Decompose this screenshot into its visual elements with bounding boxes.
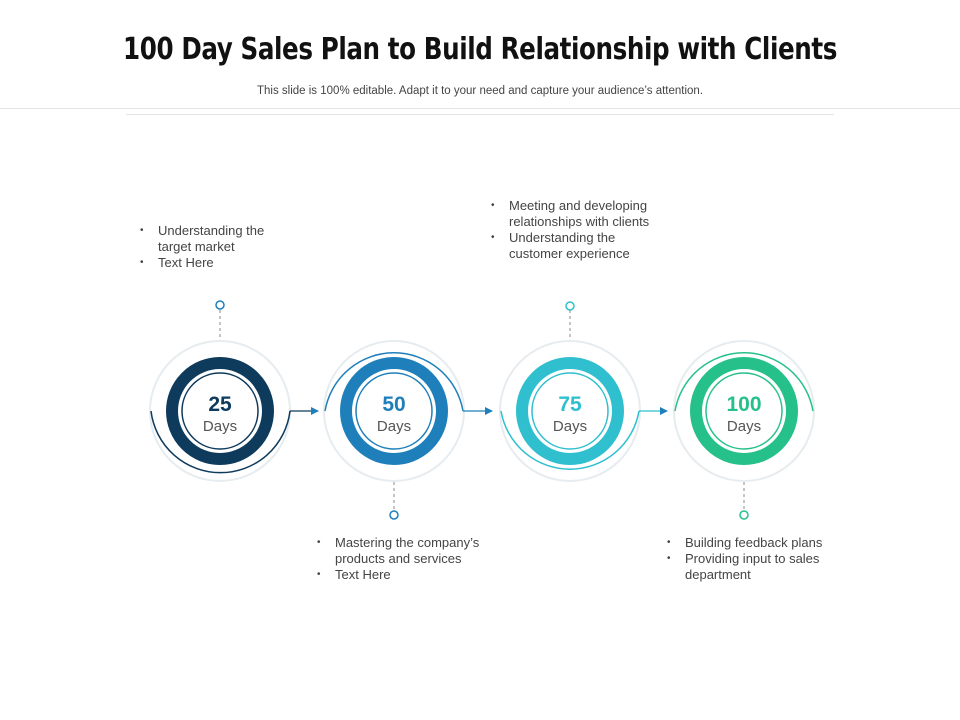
- stage-ring: [166, 357, 274, 465]
- stage-75-notes: Meeting and developing relationships wit…: [489, 198, 654, 262]
- stage-number: 50: [382, 393, 405, 416]
- stage-50-days: 50 Days: [323, 340, 465, 482]
- stage-number: 100: [726, 393, 761, 416]
- bullet-item: Mastering the company’s products and ser…: [315, 535, 485, 567]
- stage-unit: Days: [203, 418, 237, 435]
- callout-dot: [389, 510, 399, 520]
- stage-inner-ring: [531, 372, 609, 450]
- header-divider: [0, 108, 960, 109]
- stage-ring: [340, 357, 448, 465]
- stage-100-notes: Building feedback plans Providing input …: [665, 535, 825, 583]
- stage-arc: [674, 352, 814, 412]
- page-subtitle: This slide is 100% editable. Adapt it to…: [256, 85, 704, 97]
- stage-inner-ring: [355, 372, 433, 450]
- stage-75-days: 75 Days: [499, 340, 641, 482]
- bullet-item: Text Here: [138, 255, 298, 271]
- bullet-item: Text Here: [315, 567, 485, 583]
- stage-number: 25: [208, 393, 232, 416]
- stage-25-notes: Understanding the target market Text Her…: [138, 223, 298, 271]
- callout-dot: [739, 510, 749, 520]
- content-divider: [126, 114, 834, 115]
- bullet-item: Building feedback plans: [665, 535, 825, 551]
- stage-100-days: 100 Days: [673, 340, 815, 482]
- page-title: 100 Day Sales Plan to Build Relationship…: [123, 32, 837, 67]
- bullet-item: Understanding the target market: [138, 223, 298, 255]
- stage-arc: [324, 352, 464, 412]
- stage-unit: Days: [377, 418, 411, 435]
- stage-unit: Days: [727, 418, 761, 435]
- stage-25-days: 25 Days: [149, 340, 291, 482]
- stage-ring: [516, 357, 624, 465]
- stage-ring: [690, 357, 798, 465]
- bullet-item: Understanding the customer experience: [489, 230, 654, 262]
- stage-unit: Days: [553, 418, 587, 435]
- stage-inner-ring: [705, 372, 783, 450]
- stage-arc: [500, 410, 640, 470]
- callout-dot: [565, 301, 575, 311]
- stage-number: 75: [558, 393, 582, 416]
- callout-dot: [215, 300, 225, 310]
- stage-arc: [150, 410, 291, 474]
- stage-50-notes: Mastering the company’s products and ser…: [315, 535, 485, 583]
- bullet-item: Providing input to sales department: [665, 551, 825, 583]
- bullet-item: Meeting and developing relationships wit…: [489, 198, 654, 230]
- stage-inner-ring: [181, 372, 259, 450]
